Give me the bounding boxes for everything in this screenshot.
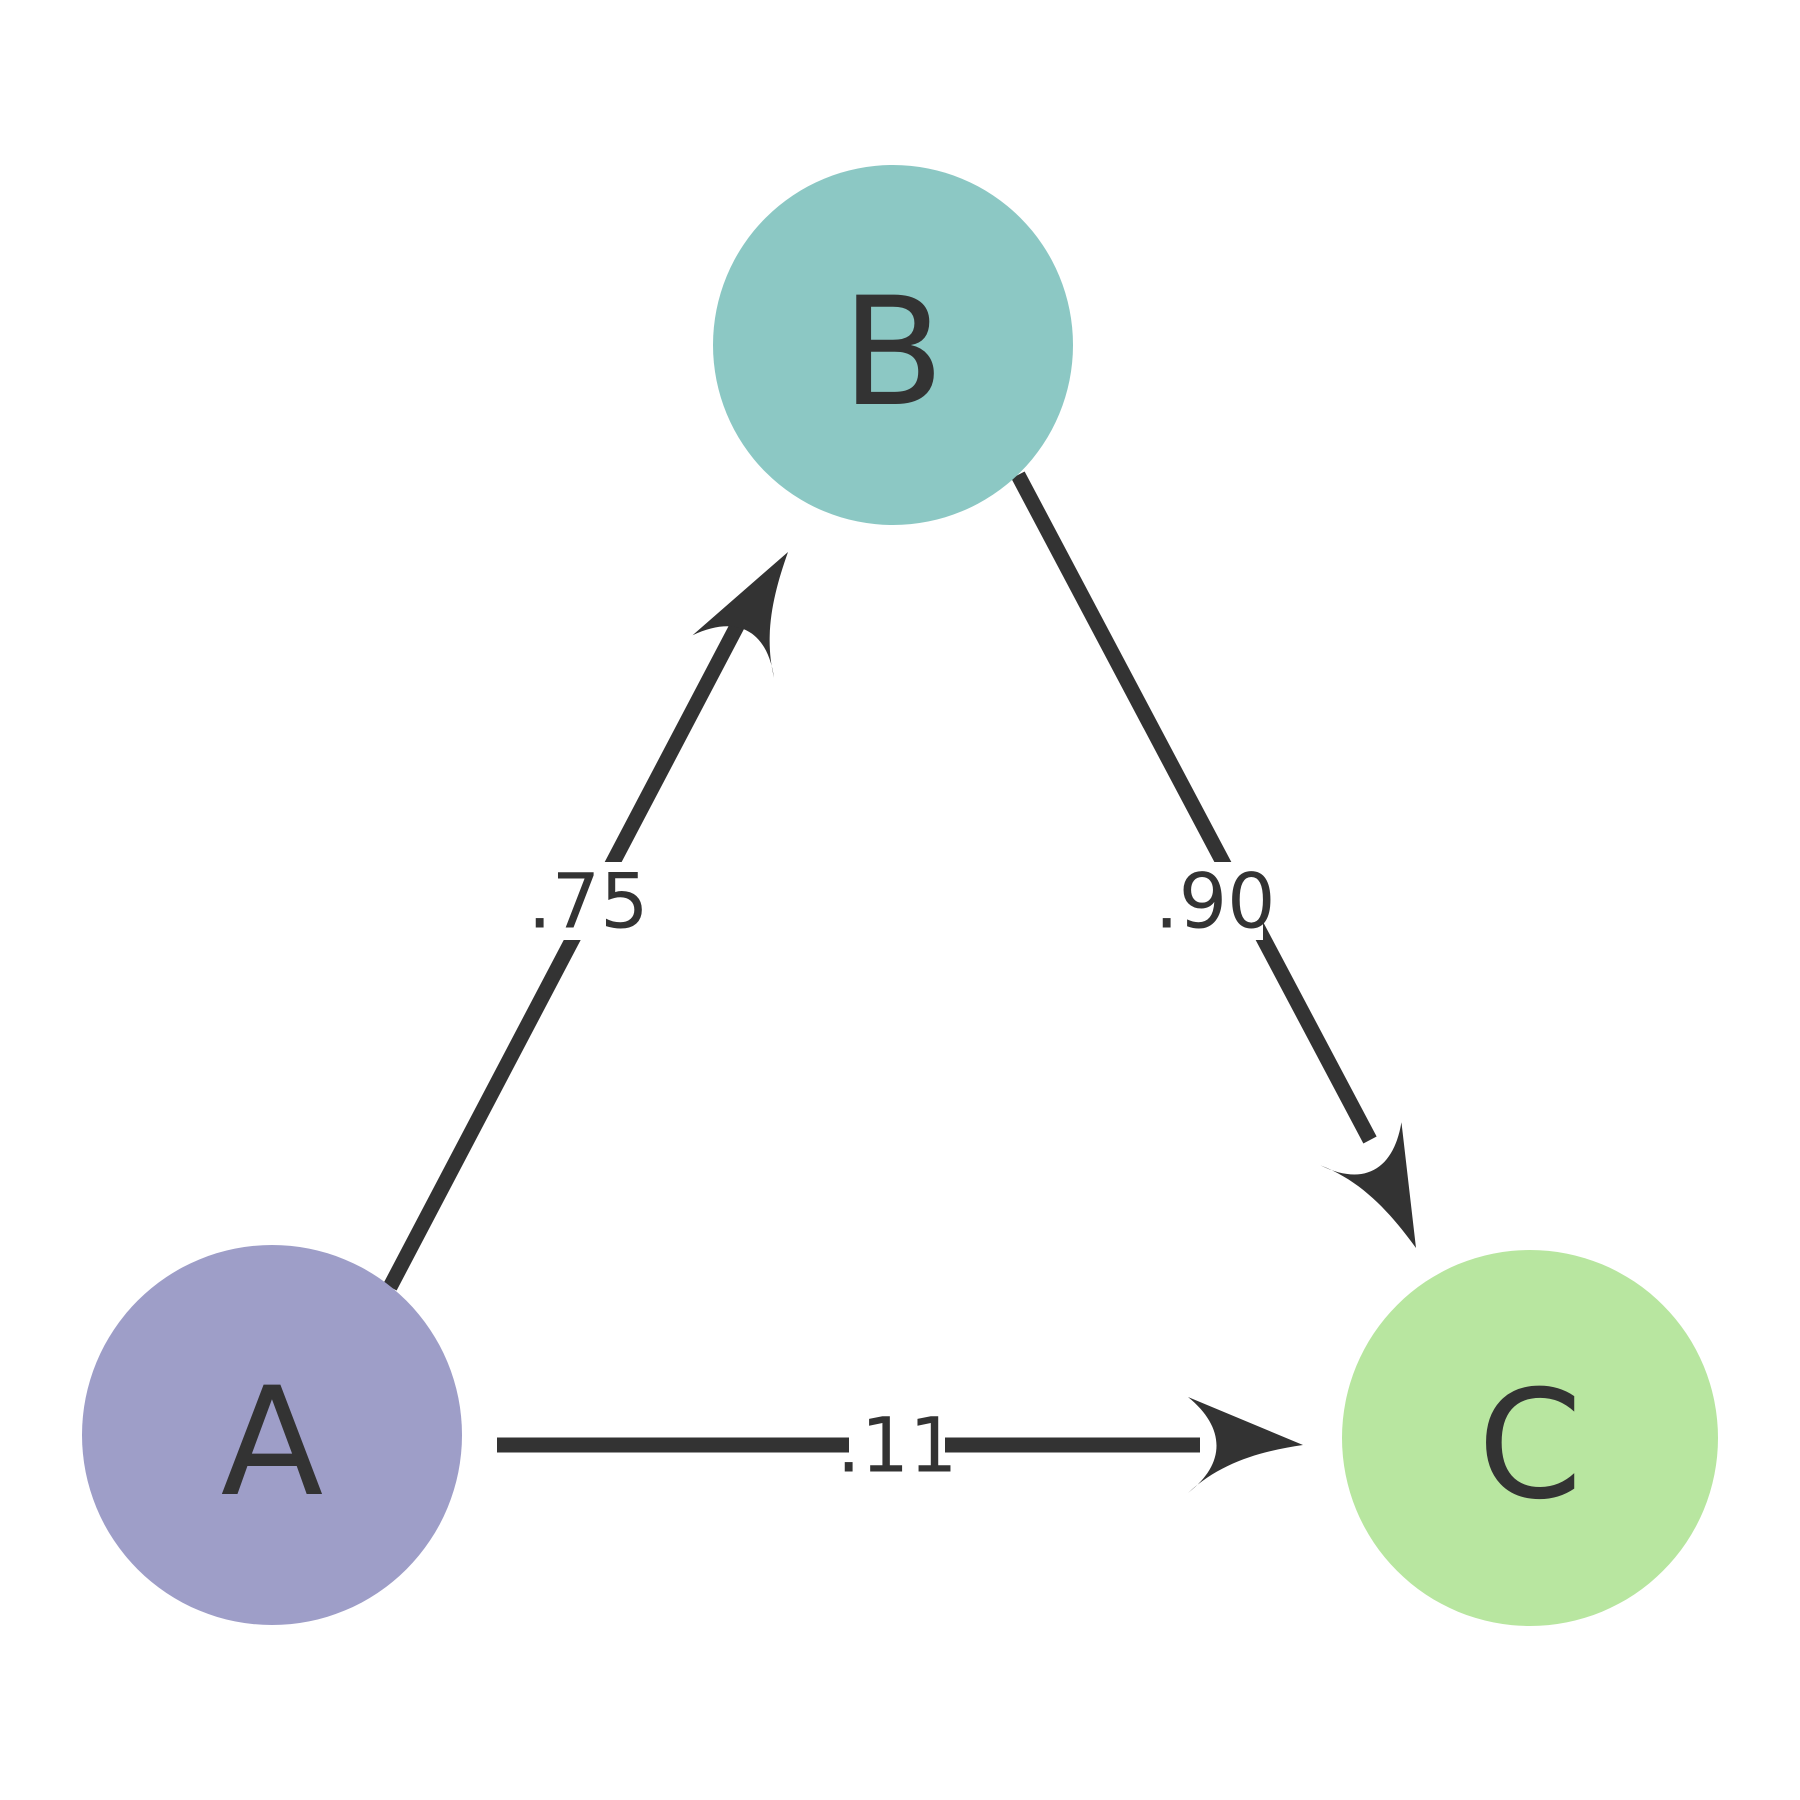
- edge-label-a-to-c-group: .11: [837, 1401, 958, 1490]
- edge-a-to-c-arrowhead: [1188, 1397, 1303, 1493]
- node-a-circle: [82, 1245, 462, 1625]
- edge-b-to-c-line: [1011, 471, 1377, 1144]
- node-a-label: A: [221, 1356, 324, 1530]
- node-c-label: C: [1478, 1359, 1583, 1533]
- edge-label-b-to-c-backdrop: [1167, 862, 1263, 940]
- node-b[interactable]: B: [713, 165, 1073, 525]
- edge-a-to-c[interactable]: [497, 1397, 1303, 1493]
- edge-label-a-to-c-backdrop: [849, 1406, 945, 1484]
- node-a[interactable]: A: [82, 1245, 462, 1625]
- edge-label-a-to-b-backdrop: [540, 862, 636, 940]
- edge-a-to-b-arrowhead: [692, 552, 788, 678]
- edge-label-a-to-b-group: .75: [528, 857, 649, 946]
- node-c[interactable]: C: [1342, 1250, 1718, 1626]
- edge-label-a-to-c: .11: [837, 1401, 958, 1490]
- edge-b-to-c-arrowhead: [1320, 1122, 1416, 1248]
- edge-label-b-to-c-group: .90: [1155, 857, 1276, 946]
- node-b-label: B: [842, 266, 945, 440]
- edge-label-a-to-b: .75: [528, 857, 649, 946]
- edge-b-to-c[interactable]: [1011, 471, 1457, 1270]
- node-c-circle: [1342, 1250, 1718, 1626]
- edge-label-b-to-c: .90: [1155, 857, 1276, 946]
- node-b-circle: [713, 165, 1073, 525]
